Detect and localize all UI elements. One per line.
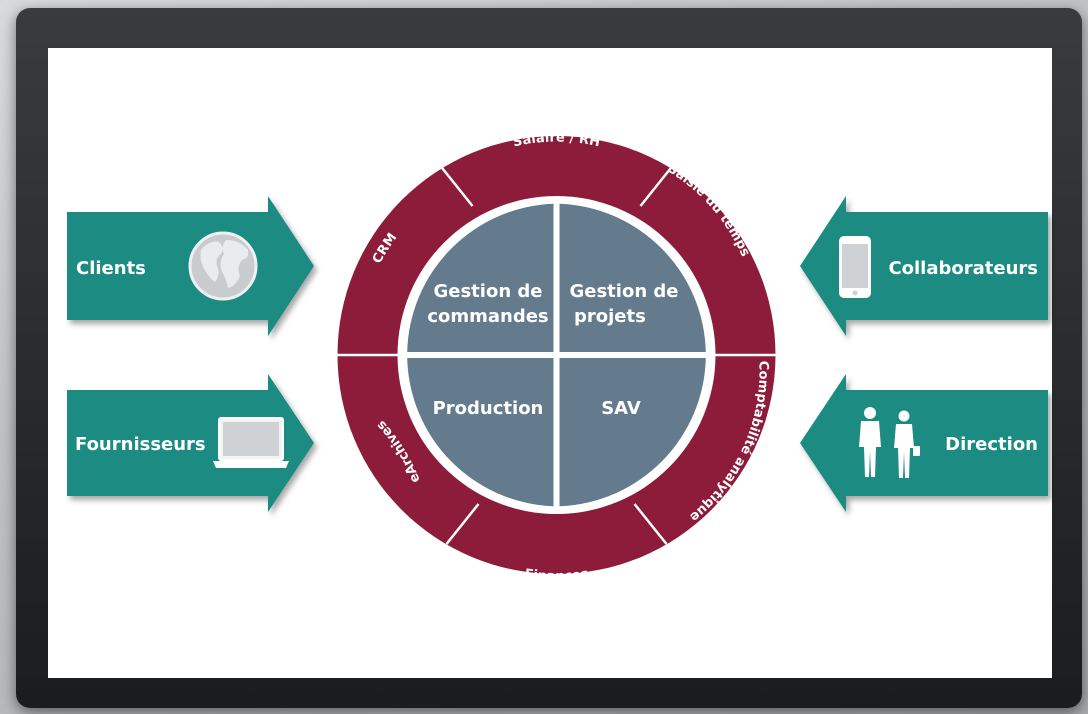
arrow-direction-shape [800, 374, 1048, 512]
quadrant-production [407, 358, 554, 507]
arrow-collaborateurs-shape [800, 196, 1048, 336]
quadrant-sav [559, 358, 706, 507]
ring-label-salaire: Salaire / RH [512, 130, 602, 150]
quadrant-label-projets-line2: projets [574, 306, 646, 327]
globe-icon [188, 231, 258, 301]
arrow-direction: Direction [800, 374, 1048, 512]
people-icon [859, 407, 920, 478]
arrow-direction-label: Direction [945, 434, 1038, 455]
arrow-collaborateurs-label: Collaborateurs [888, 258, 1038, 279]
arrow-clients-label: Clients [76, 258, 146, 279]
laptop-icon [213, 417, 289, 468]
arrow-collaborateurs: Collaborateurs [800, 196, 1048, 336]
quadrants [407, 203, 706, 507]
ring-dividers [337, 165, 776, 545]
quadrant-label-projets-line1: Gestion de [569, 281, 678, 302]
quadrant-gestion-projets [559, 203, 706, 352]
quadrant-gestion-commandes [407, 203, 554, 352]
quadrant-label-commandes-line1: Gestion de [433, 281, 542, 302]
quadrant-label-production: Production [433, 398, 544, 419]
quadrant-label-sav: SAV [601, 398, 641, 419]
ring: Salaire / RH Saisie du temps Comptabilit… [335, 130, 778, 585]
ring-label-finances: Finances [524, 567, 590, 585]
arrow-fournisseurs-label: Fournisseurs [75, 434, 206, 455]
quadrant-label-commandes-line2: commandes [427, 306, 548, 327]
smartphone-icon [839, 236, 871, 298]
arrow-fournisseurs-shape [67, 374, 314, 512]
arrow-fournisseurs: Fournisseurs [67, 374, 314, 512]
